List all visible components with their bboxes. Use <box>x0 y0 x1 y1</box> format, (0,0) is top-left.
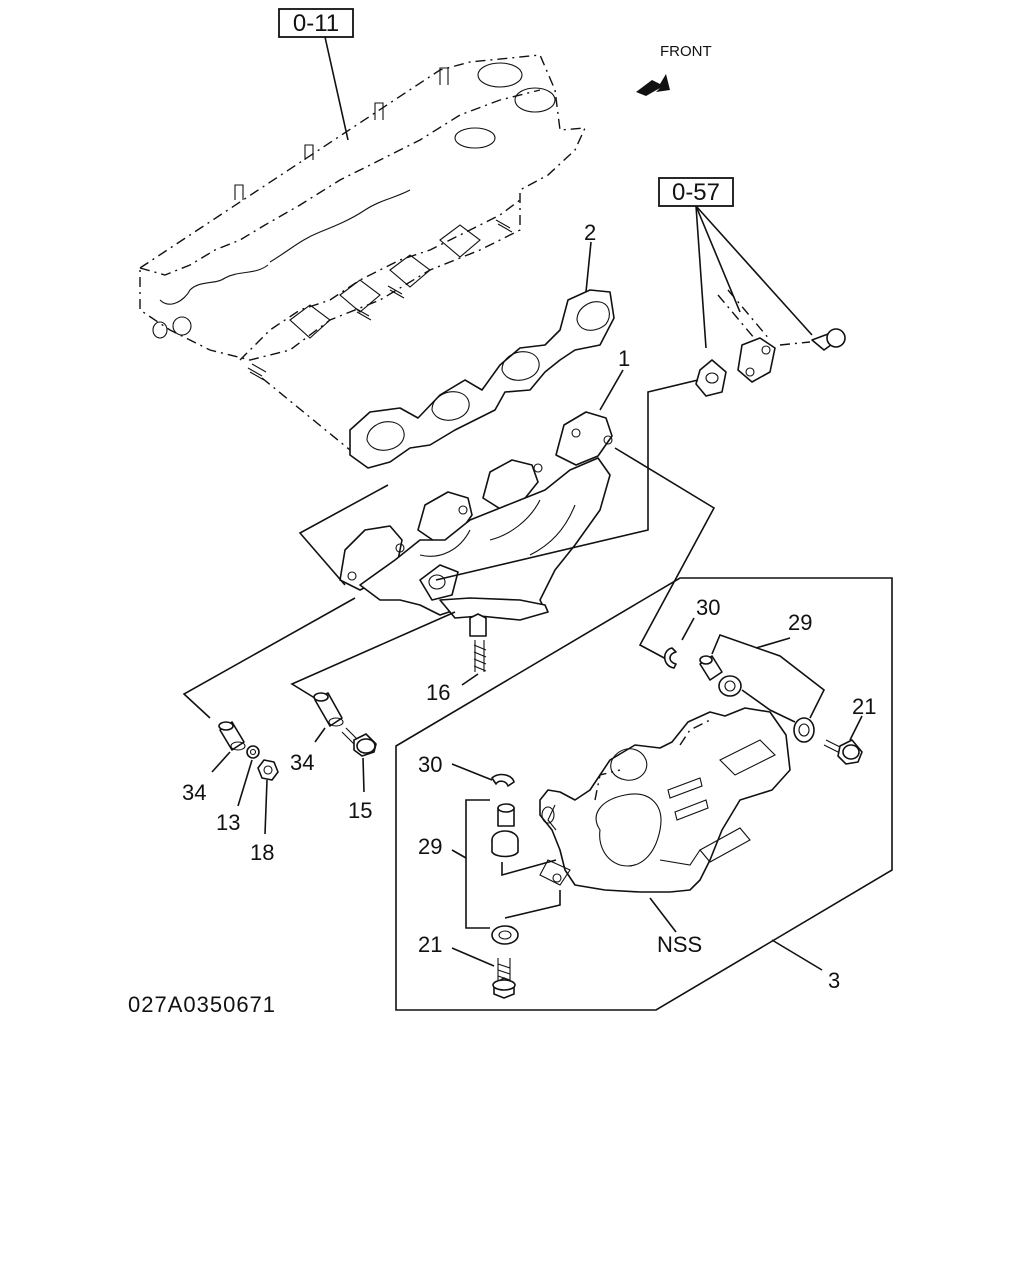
part-label-34-right: 34 <box>290 750 314 775</box>
ref-box-head: 0-11 <box>278 8 354 141</box>
heat-shield-nss: NSS <box>539 707 791 957</box>
front-indicator: FRONT <box>636 43 712 96</box>
part-label-21-left: 21 <box>418 932 442 957</box>
washer-13: 13 <box>216 745 260 835</box>
part-label-3: 3 <box>828 968 840 993</box>
drawing-code: 027A0350671 <box>128 992 276 1017</box>
part-label-nss: NSS <box>657 932 702 957</box>
bolt-15: 15 <box>341 727 377 823</box>
left-fastener-group: 30 29 21 <box>418 752 561 999</box>
right-fastener-group: 30 29 21 <box>663 595 876 765</box>
sleeve-34-right: 34 <box>290 692 344 775</box>
ref-label-egr: 0-57 <box>672 179 720 206</box>
part-label-2: 2 <box>584 220 596 245</box>
part-label-15: 15 <box>348 798 372 823</box>
ref-label-head: 0-11 <box>293 10 339 37</box>
stud-16: 16 <box>426 613 487 705</box>
exhaust-manifold: 1 <box>339 346 630 621</box>
part-label-1: 1 <box>618 346 630 371</box>
part-label-16: 16 <box>426 680 450 705</box>
part-label-21-right: 21 <box>852 694 876 719</box>
front-label: FRONT <box>660 43 712 60</box>
front-arrow-icon <box>636 74 670 96</box>
part-label-29-right: 29 <box>788 610 812 635</box>
cylinder-head <box>139 54 587 381</box>
sleeve-34-left: 34 <box>182 721 246 805</box>
heat-shield-assembly-frame: 3 <box>395 577 893 1011</box>
egr-pipe-parts <box>695 289 846 397</box>
ref-box-egr: 0-57 <box>658 177 813 349</box>
manifold-gasket: 2 <box>349 220 615 469</box>
part-label-18: 18 <box>250 840 274 865</box>
part-label-13: 13 <box>216 810 240 835</box>
part-label-29-left: 29 <box>418 834 442 859</box>
part-label-30-right: 30 <box>696 595 720 620</box>
nut-18: 18 <box>250 759 279 865</box>
part-label-34-left: 34 <box>182 780 206 805</box>
part-label-30-left: 30 <box>418 752 442 777</box>
